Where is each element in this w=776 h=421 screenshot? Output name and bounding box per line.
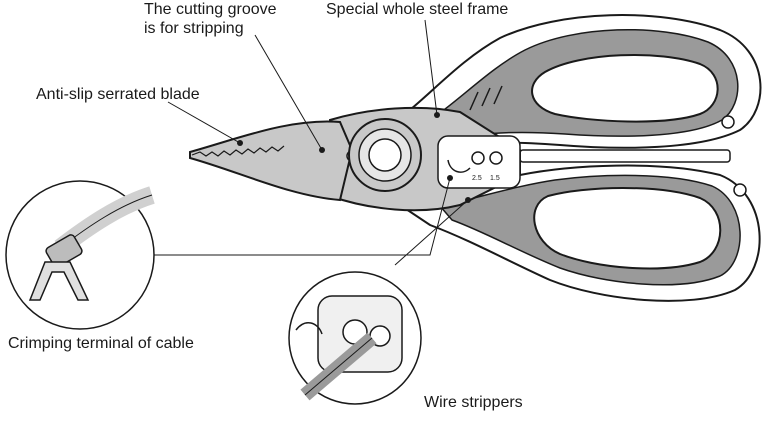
label-wire-strippers: Wire strippers (424, 394, 523, 411)
spring-bar (519, 149, 731, 163)
crimp-terminal-inset (5, 180, 155, 330)
label-cutting-groove: The cutting groove is for stripping (144, 0, 277, 38)
wire-stripper-inset (288, 271, 422, 405)
serrated-edge (191, 145, 285, 157)
upper-handle (398, 14, 762, 152)
leader-dots (237, 112, 471, 203)
label-steel-frame: Special whole steel frame (326, 1, 509, 18)
label-cutting-groove-line2: is for stripping (144, 20, 244, 37)
leader-lines (150, 19, 469, 266)
label-serrated-blade: Anti-slip serrated blade (36, 86, 200, 103)
stripper-marking-2: 1.5 (490, 175, 500, 182)
label-cutting-groove-line1: The cutting groove (144, 1, 277, 18)
label-crimping-terminal: Crimping terminal of cable (8, 335, 194, 352)
stripper-marking-1: 2.5 (472, 175, 482, 182)
pivot (348, 118, 422, 192)
jaws (189, 120, 358, 202)
lower-handle (397, 164, 761, 302)
